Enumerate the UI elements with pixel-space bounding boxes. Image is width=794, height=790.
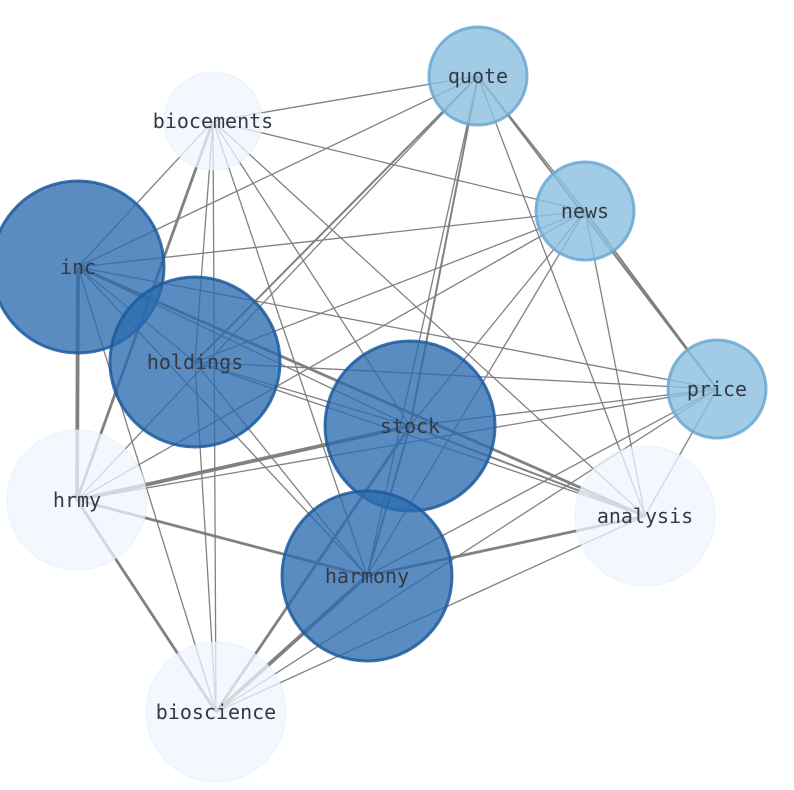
node-analysis	[574, 445, 716, 587]
node-biocements	[163, 71, 263, 171]
edge-biocements-analysis	[212, 120, 646, 517]
node-label-harmony: harmony	[325, 564, 409, 588]
node-quote	[427, 25, 529, 127]
node-label-biocements: biocements	[153, 109, 273, 133]
edge-price-bioscience	[215, 388, 718, 713]
node-label-stock: stock	[380, 414, 440, 438]
node-hrmy	[6, 429, 148, 571]
node-bioscience	[145, 641, 287, 783]
node-label-analysis: analysis	[597, 504, 693, 528]
edge-quote-analysis	[477, 75, 646, 517]
node-label-news: news	[561, 199, 609, 223]
node-label-inc: inc	[60, 255, 96, 279]
edge-news-hrmy	[76, 210, 586, 501]
node-label-holdings: holdings	[147, 350, 243, 374]
node-harmony	[280, 489, 454, 663]
node-label-hrmy: hrmy	[53, 488, 101, 512]
node-label-price: price	[687, 377, 747, 401]
node-inc	[0, 179, 166, 355]
edge-biocements-news	[212, 120, 586, 212]
node-price	[666, 338, 768, 440]
node-label-bioscience: bioscience	[156, 700, 276, 724]
nodes-layer	[0, 25, 768, 783]
node-label-quote: quote	[448, 64, 508, 88]
labels-layer: inc holdings stock harmony quote news price bio…	[53, 64, 747, 724]
node-holdings	[108, 275, 282, 449]
node-news	[534, 160, 636, 262]
